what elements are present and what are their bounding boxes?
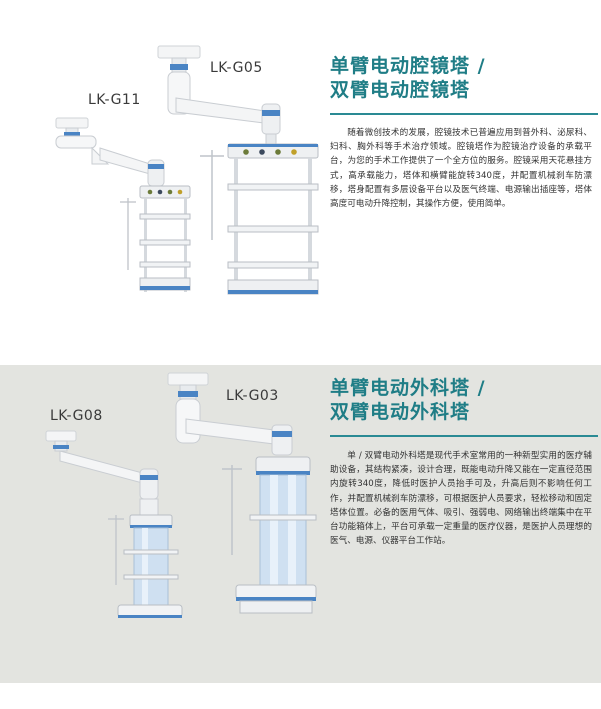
model-label-g05: LK-G05 xyxy=(210,60,263,76)
endoscope-tower-illustration xyxy=(55,45,319,295)
model-label-g11: LK-G11 xyxy=(88,92,141,108)
endoscope-tower-section: LK-G05 LK-G11 单臂电动腔镜塔 / 双臂电动腔镜塔 随着微创技术的发… xyxy=(0,0,601,340)
title-divider xyxy=(330,113,598,115)
surgical-tower-illustration xyxy=(45,372,317,618)
title-line: 双臂电动腔镜塔 xyxy=(330,79,471,101)
model-label-g03: LK-G03 xyxy=(226,388,279,404)
section-title: 单臂电动外科塔 / 双臂电动外科塔 xyxy=(330,376,486,424)
title-line: 单臂电动外科塔 / xyxy=(330,377,486,399)
title-line: 双臂电动外科塔 xyxy=(330,401,471,423)
section-title: 单臂电动腔镜塔 / 双臂电动腔镜塔 xyxy=(330,54,486,102)
model-label-g08: LK-G08 xyxy=(50,408,103,424)
title-divider xyxy=(330,435,598,437)
section-description: 单 / 双臂电动外科塔是现代手术室常用的一种新型实用的医疗辅助设备，其结构紧凑，… xyxy=(330,451,592,547)
surgical-tower-section: LK-G08 LK-G03 单臂电动外科塔 / 双臂电动外科塔 单 / 双臂电动… xyxy=(0,365,601,683)
title-line: 单臂电动腔镜塔 / xyxy=(330,55,486,77)
section-description: 随着微创技术的发展，腔镜技术已普遍应用到普外科、泌尿科、妇科、胸外科等手术治疗领… xyxy=(330,128,592,210)
